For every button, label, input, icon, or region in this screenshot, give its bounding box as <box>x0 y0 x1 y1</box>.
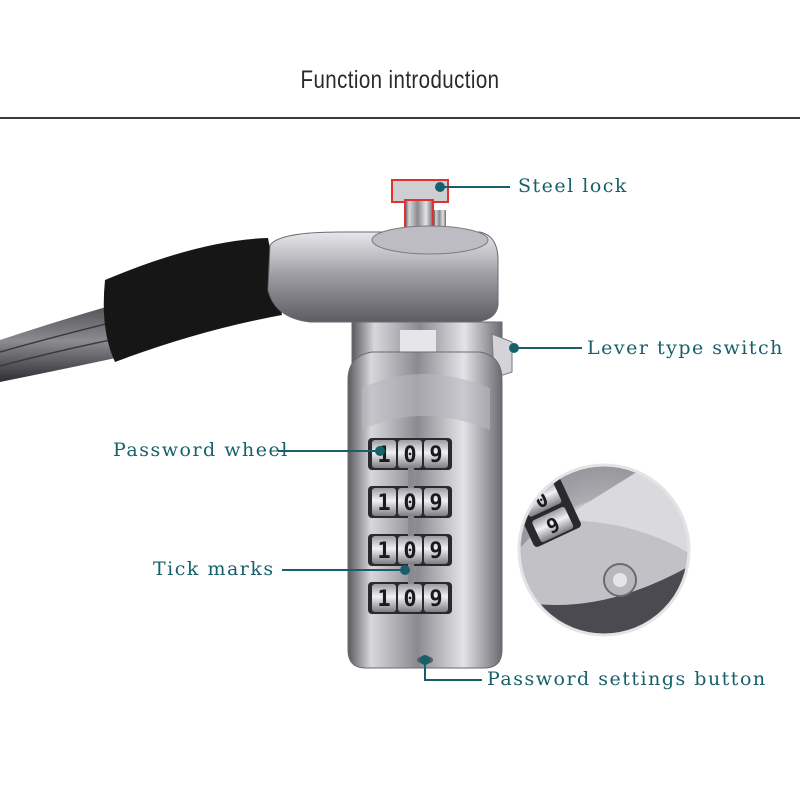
callout-steel-lock: Steel lock <box>518 175 628 197</box>
wheel-face <box>424 440 448 468</box>
tick-mark-track <box>408 468 414 588</box>
wheel-face <box>424 536 448 564</box>
wheel-face <box>398 440 422 468</box>
callout-settings-button: Password settings button <box>487 668 767 690</box>
wheel-face <box>398 488 422 516</box>
wheel-digit: 9 <box>429 491 442 516</box>
wheel-digit: 9 <box>429 587 442 612</box>
callout-password-wheel: Password wheel <box>113 439 289 461</box>
wheel-face <box>372 488 396 516</box>
wheel-face <box>398 536 422 564</box>
wheel-face <box>398 584 422 612</box>
wheel-digit: 9 <box>429 539 442 564</box>
callout-lever-switch: Lever type switch <box>587 337 784 359</box>
wheel-digit: 0 <box>403 491 416 516</box>
wheel-face <box>372 536 396 564</box>
wheel-digit: 1 <box>377 539 390 564</box>
title-rule <box>0 117 800 119</box>
wheel-digit: 9 <box>429 443 442 468</box>
wheel-face <box>424 584 448 612</box>
wheel-digit: 1 <box>377 587 390 612</box>
callout-connectors <box>278 182 582 681</box>
wheel-digit: 0 <box>403 587 416 612</box>
wheel-face <box>372 584 396 612</box>
wheel-digit: 1 <box>377 491 390 516</box>
zoom-wheel: 09 <box>520 481 574 542</box>
zoom-inset: 09 <box>517 463 691 637</box>
wheel-digit: 0 <box>403 539 416 564</box>
wheel-digit: 0 <box>403 443 416 468</box>
rubber-sleeve <box>103 238 282 362</box>
lock-head <box>267 231 499 323</box>
zoom-wheel-face <box>532 507 574 542</box>
wheel-face <box>424 488 448 516</box>
page-title: Function introduction <box>300 66 500 94</box>
callout-tick-marks: Tick marks <box>153 558 275 580</box>
